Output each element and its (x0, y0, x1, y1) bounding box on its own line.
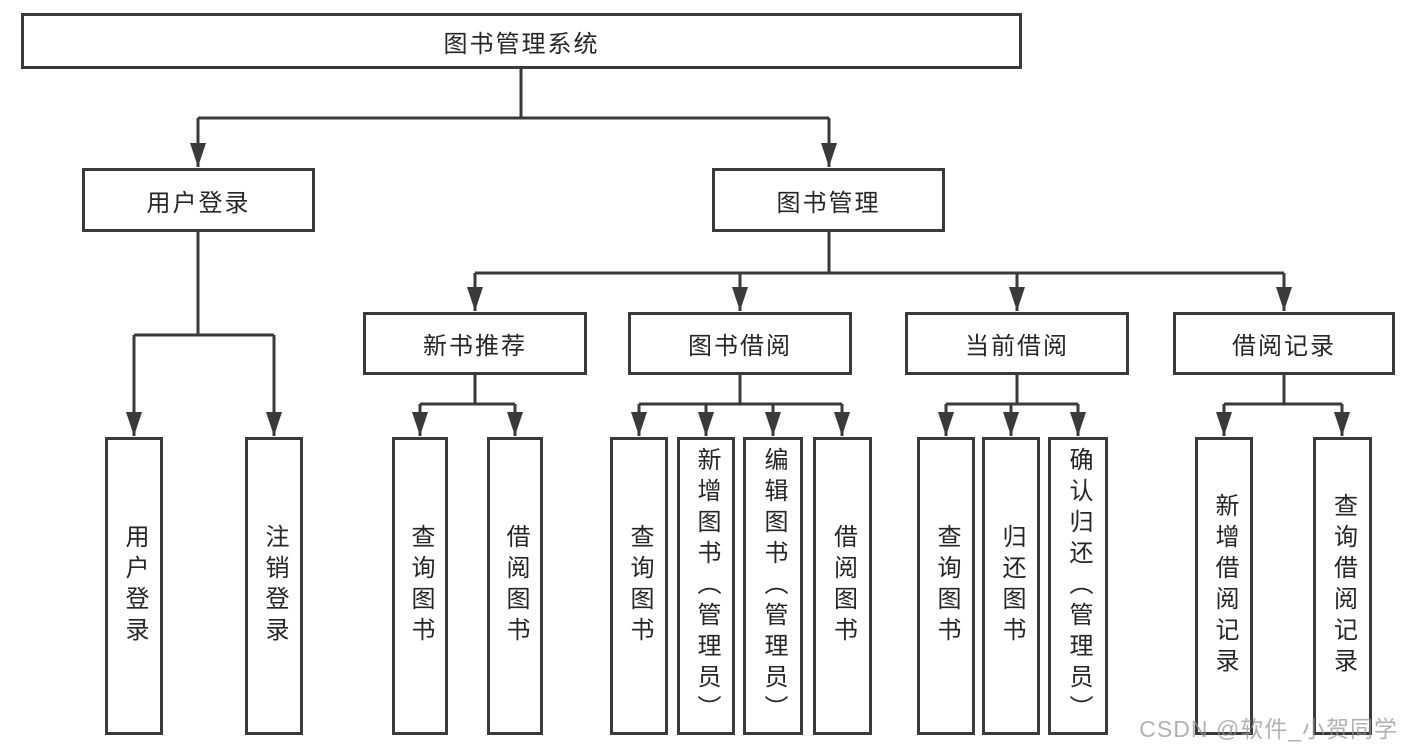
leaf-edit-books-admin: 编辑图书（管理员） (743, 437, 803, 735)
leaf-logout-login: 注销登录 (245, 437, 303, 735)
node-borrow-records: 借阅记录 (1173, 312, 1395, 375)
leaf-borrow-books: 借阅图书 (813, 437, 872, 735)
leaf-query-books-current: 查询图书 (917, 437, 975, 735)
leaf-query-books-recommend: 查询图书 (392, 437, 448, 735)
leaf-confirm-return-admin: 确认归还（管理员） (1048, 437, 1108, 735)
node-book-borrow: 图书借阅 (628, 312, 852, 375)
node-library-management-system: 图书管理系统 (21, 13, 1022, 69)
node-book-management: 图书管理 (712, 168, 945, 232)
csdn-watermark: CSDN @软件_小贺同学 (1139, 716, 1398, 742)
leaf-add-books-admin: 新增图书（管理员） (677, 437, 735, 735)
leaf-add-borrow-record: 新增借阅记录 (1195, 437, 1253, 735)
leaf-borrow-books-recommend: 借阅图书 (487, 437, 543, 735)
node-current-borrow: 当前借阅 (905, 312, 1129, 375)
node-new-book-recommend: 新书推荐 (363, 312, 587, 375)
leaf-query-books-borrow: 查询图书 (610, 437, 668, 735)
leaf-return-books: 归还图书 (982, 437, 1040, 735)
node-user-login: 用户登录 (82, 168, 315, 232)
leaf-user-login: 用户登录 (105, 437, 163, 735)
leaf-query-borrow-record: 查询借阅记录 (1313, 437, 1372, 735)
